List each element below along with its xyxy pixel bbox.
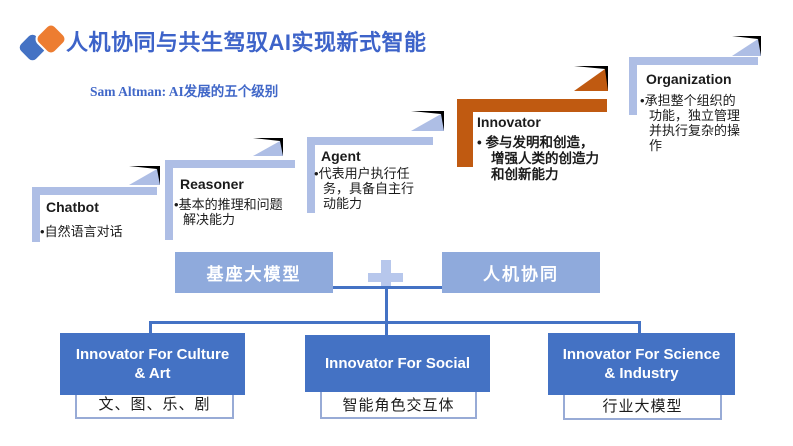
step-reasoner-bullet: 基本的推理和问题解决能力 <box>174 197 285 227</box>
connector-h-line <box>333 286 442 289</box>
human-ai-collab-box: 人机协同 <box>442 252 600 293</box>
social-label: 智能角色交互体 <box>320 390 477 419</box>
step-organization-title: Organization <box>646 71 732 87</box>
connector-v-line <box>385 288 388 323</box>
step-organization-top-bar <box>629 57 758 65</box>
base-model-box: 基座大模型 <box>175 252 333 293</box>
innovator-science-industry-line2: & Industry <box>604 365 679 382</box>
step-chatbot-top-bar <box>32 187 157 195</box>
branch-stub-right <box>638 321 641 335</box>
plus-icon <box>381 260 391 288</box>
step-innovator-left-bar <box>457 99 473 167</box>
innovator-culture-art-box: Innovator For Culture & Art <box>60 333 245 395</box>
step-chatbot-title: Chatbot <box>46 199 99 215</box>
distribution-line <box>149 321 641 324</box>
step-organization-left-bar <box>629 57 637 115</box>
step-innovator-bullet: 参与发明和创造，增强人类的创造力和创新能力 <box>477 135 603 183</box>
step-agent-top-bar <box>307 137 433 145</box>
step-chatbot-arrow-triangle-icon <box>129 166 160 185</box>
step-reasoner-title: Reasoner <box>180 176 244 192</box>
step-innovator-top-bar <box>457 99 607 112</box>
innovator-social-box: Innovator For Social <box>305 335 490 392</box>
step-chatbot-left-bar <box>32 187 40 242</box>
step-agent-title: Agent <box>321 148 361 164</box>
branch-stub-left <box>149 321 152 335</box>
branch-stub-center <box>385 321 388 337</box>
page-title: 人机协同与共生驾驭AI实现新式智能 <box>66 30 427 55</box>
innovator-science-industry-box: Innovator For Science & Industry <box>548 333 735 395</box>
step-agent-left-bar <box>307 137 315 213</box>
step-organization-arrow-triangle-icon <box>732 36 761 56</box>
step-agent-bullet: 代表用户执行任务，具备自主行动能力 <box>314 166 423 211</box>
innovator-science-industry-line1: Innovator For Science <box>562 346 721 363</box>
innovator-culture-art-line2: & Art <box>134 365 171 382</box>
step-chatbot-bullet: 自然语言对话 <box>40 224 159 239</box>
step-organization-bullet: 承担整个组织的功能，独立管理并执行复杂的操作 <box>640 93 747 153</box>
innovator-culture-art-line1: Innovator For Culture <box>75 346 230 363</box>
step-innovator-arrow-triangle-icon <box>574 66 608 91</box>
innovator-social-line1: Innovator For Social <box>324 355 471 372</box>
step-reasoner-top-bar <box>165 160 295 168</box>
science-industry-label: 行业大模型 <box>563 391 722 420</box>
step-reasoner-left-bar <box>165 160 173 240</box>
step-innovator-title: Innovator <box>477 114 541 130</box>
subtitle: Sam Altman: AI发展的五个级别 <box>90 84 279 99</box>
step-reasoner-arrow-triangle-icon <box>253 138 283 156</box>
step-agent-arrow-triangle-icon <box>411 111 444 131</box>
